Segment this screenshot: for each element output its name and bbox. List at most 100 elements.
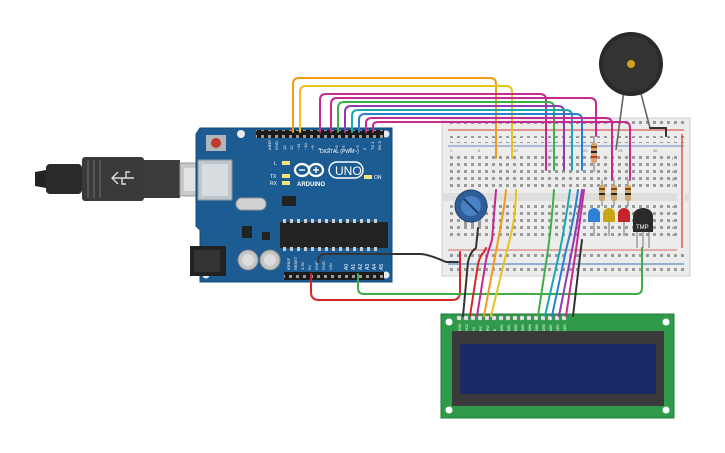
svg-text:A0: A0 <box>344 264 350 270</box>
svg-text:A4: A4 <box>372 264 378 270</box>
svg-text:A1: A1 <box>351 264 357 270</box>
resistor-icon <box>591 136 631 206</box>
wire-black-gnd <box>317 253 459 263</box>
svg-text:VIN: VIN <box>328 263 333 270</box>
svg-text:IOREF: IOREF <box>286 257 291 270</box>
svg-text:A2: A2 <box>358 264 364 270</box>
temperature-sensor-icon[interactable]: TMP <box>633 208 653 248</box>
lcd-screen <box>460 344 656 394</box>
wire-black-lcd-2 <box>572 239 583 317</box>
svg-text:d: d <box>672 211 674 216</box>
buzzer-icon[interactable] <box>599 32 663 151</box>
power-pin-labels: IOREF RESET 3.3V 5V GND GND VIN <box>286 256 333 270</box>
svg-text:RS: RS <box>479 326 483 331</box>
svg-text:5: 5 <box>478 148 481 153</box>
svg-text:a: a <box>672 232 675 237</box>
wire-black-lcd <box>462 227 479 317</box>
svg-text:4: 4 <box>348 147 353 150</box>
svg-text:12: 12 <box>289 145 294 150</box>
svg-text:~5: ~5 <box>341 145 346 150</box>
svg-text:13: 13 <box>282 145 287 150</box>
wire-magenta-4 <box>372 121 631 181</box>
svg-text:e: e <box>672 204 675 209</box>
wire-orange-lcd <box>483 189 507 317</box>
breadboard-row-letters: j i h g f e d c b a <box>671 155 675 237</box>
wire-magenta-lcd <box>476 189 497 317</box>
wire-blue-lcd <box>551 189 579 317</box>
wire-red-lcd <box>469 247 487 317</box>
led-blue[interactable] <box>588 208 600 236</box>
svg-text:GND: GND <box>321 261 326 270</box>
brand-label: ARDUINO <box>297 182 325 188</box>
model-label: UNO <box>335 164 362 178</box>
tx-label: TX <box>270 174 277 180</box>
svg-text:20: 20 <box>583 148 588 153</box>
arduino-uno-board[interactable]: L TX RX ON DIGITAL (PWM~) ARDUINO UNO AR… <box>190 127 393 283</box>
svg-text:j: j <box>671 155 673 160</box>
svg-text:LED: LED <box>556 324 560 331</box>
svg-text:1: 1 <box>450 148 453 153</box>
svg-text:LED: LED <box>563 324 567 331</box>
svg-text:DB4: DB4 <box>528 324 532 331</box>
wire-magenta-lcd-2 <box>565 189 585 317</box>
svg-text:GND: GND <box>314 261 319 270</box>
wires <box>292 77 667 317</box>
svg-text:~10: ~10 <box>303 142 308 150</box>
svg-text:DB2: DB2 <box>514 324 518 331</box>
svg-text:DB6: DB6 <box>542 324 546 331</box>
svg-text:DB3: DB3 <box>521 324 525 331</box>
svg-text:2: 2 <box>362 147 367 150</box>
svg-text:RX 0: RX 0 <box>377 140 382 150</box>
svg-text:3.3V: 3.3V <box>300 261 305 270</box>
svg-text:15: 15 <box>548 148 553 153</box>
led-yellow[interactable] <box>603 208 615 236</box>
svg-text:RESET: RESET <box>293 256 298 270</box>
sensor-label: TMP <box>636 225 649 231</box>
potentiometer-icon[interactable] <box>454 189 488 228</box>
wire-black-buzzer <box>649 127 667 137</box>
svg-text:7: 7 <box>327 147 332 150</box>
svg-text:i: i <box>672 162 673 167</box>
svg-text:A5: A5 <box>379 264 385 270</box>
svg-text:~3: ~3 <box>355 145 360 150</box>
svg-text:~11: ~11 <box>296 143 301 150</box>
wire-yellow <box>299 85 513 159</box>
led-red[interactable] <box>618 208 630 236</box>
svg-text:30: 30 <box>653 148 658 153</box>
lcd-display[interactable]: GND VCC V0 RS RW E DB0 DB1 DB2 DB3 DB4 D… <box>440 313 675 419</box>
wire-green-a0 <box>357 247 643 295</box>
wire-green-lcd <box>537 189 555 317</box>
svg-text:5V: 5V <box>307 265 312 270</box>
analog-pin-labels: A0 A1 A2 A3 A4 A5 <box>344 264 385 270</box>
svg-text:g: g <box>672 176 674 181</box>
svg-text:TX 1: TX 1 <box>370 141 375 150</box>
svg-text:RW: RW <box>486 325 490 331</box>
svg-text:h: h <box>672 169 674 174</box>
lcd-pin-labels: GND VCC V0 RS RW E DB0 DB1 DB2 DB3 DB4 D… <box>458 323 567 331</box>
svg-text:V0: V0 <box>472 327 476 331</box>
svg-text:AREF: AREF <box>267 139 272 150</box>
svg-text:GND: GND <box>274 141 279 150</box>
svg-text:DB7: DB7 <box>549 324 553 331</box>
svg-text:GND: GND <box>458 323 462 331</box>
svg-text:10: 10 <box>513 148 518 153</box>
svg-text:25: 25 <box>618 148 623 153</box>
svg-text:~6: ~6 <box>334 145 339 150</box>
svg-text:f: f <box>672 183 674 188</box>
svg-text:c: c <box>672 218 674 223</box>
breadboard-column-numbers: 1 5 10 15 20 25 30 <box>450 148 658 153</box>
digital-label: DIGITAL (PWM~) <box>320 149 359 155</box>
svg-text:DB1: DB1 <box>507 324 511 331</box>
svg-text:DB0: DB0 <box>500 324 504 331</box>
on-label: ON <box>374 175 382 181</box>
svg-text:8: 8 <box>317 147 322 150</box>
svg-text:E: E <box>493 328 497 331</box>
digital-pin-labels: AREF GND 13 12 ~11 ~10 ~9 8 7 ~6 ~5 4 ~3… <box>267 139 382 150</box>
svg-text:~9: ~9 <box>310 145 315 150</box>
svg-text:A3: A3 <box>365 264 371 270</box>
wire-teal-lcd <box>544 189 571 317</box>
svg-text:VCC: VCC <box>465 323 469 331</box>
l-label: L <box>274 161 277 167</box>
svg-text:b: b <box>672 225 675 230</box>
